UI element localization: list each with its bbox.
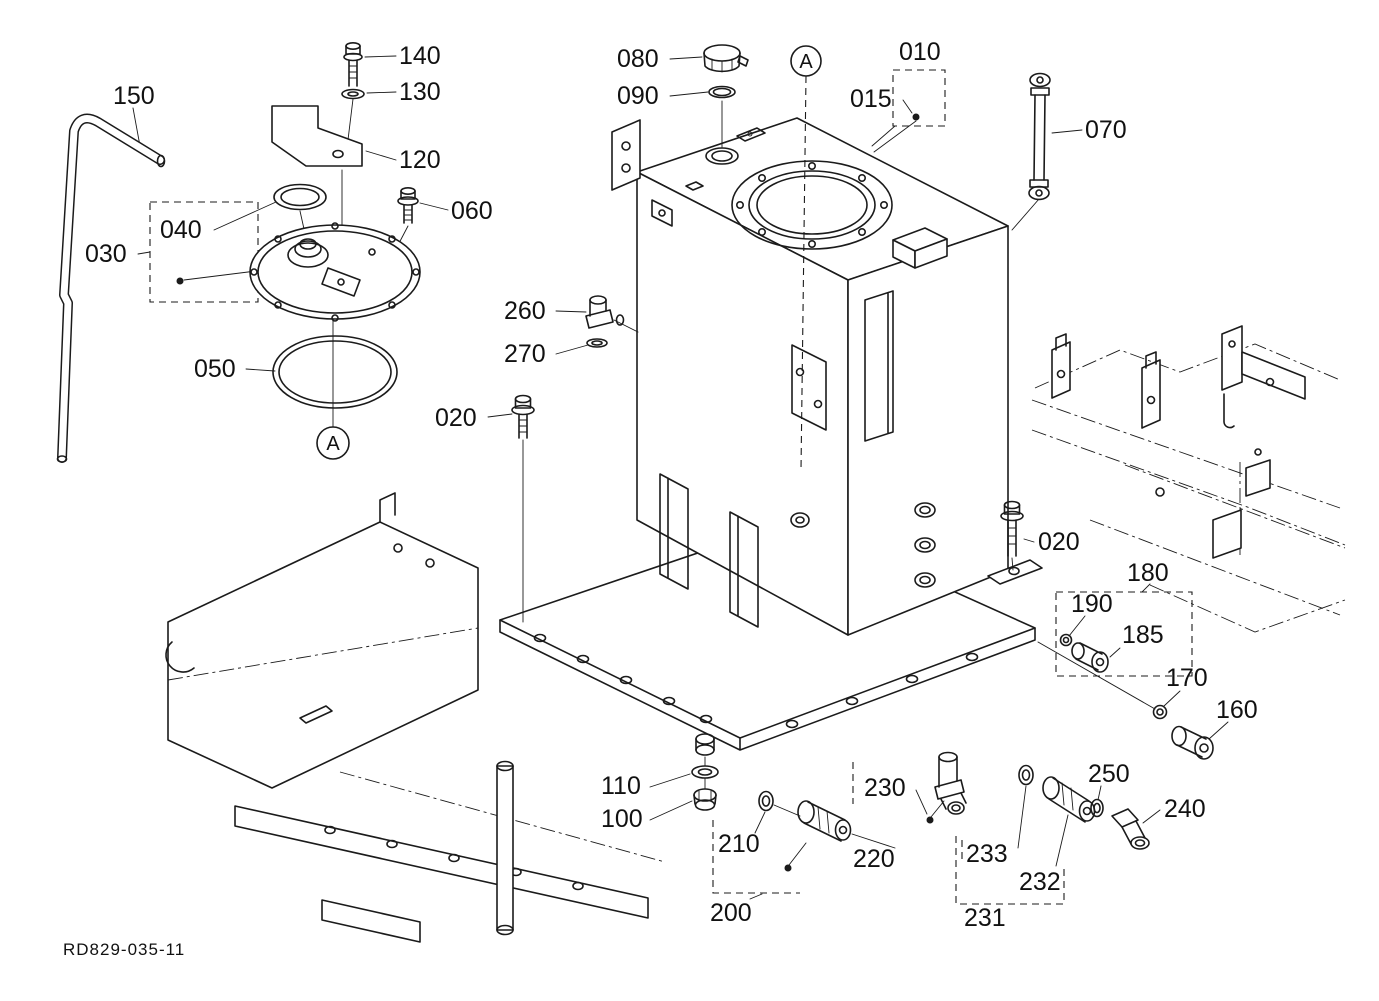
drain-boss — [695, 733, 715, 756]
callout-270: 270 — [504, 340, 546, 368]
callout-060: 060 — [451, 197, 493, 225]
o-ring-050 — [272, 335, 398, 409]
o-ring-190 — [1059, 633, 1073, 647]
o-ring-090 — [708, 85, 736, 99]
support-post — [496, 765, 514, 931]
callout-231: 231 — [964, 904, 1006, 932]
callout-labels: 140 130 120 150 060 040 030 050 080 090 … — [85, 38, 1258, 932]
callout-130: 130 — [399, 78, 441, 106]
callout-140: 140 — [399, 42, 441, 70]
filler-neck — [705, 147, 739, 165]
group-box-010 — [892, 69, 946, 127]
group-boxes — [149, 69, 1193, 905]
filler-cap-group: A — [703, 44, 822, 99]
callout-232: 232 — [1019, 868, 1061, 896]
drawing-number: RD829-035-11 — [63, 940, 185, 959]
group-box-180 — [1055, 591, 1193, 677]
detail-letter-top: A — [799, 51, 813, 73]
callout-210: 210 — [718, 830, 760, 858]
callout-040: 040 — [160, 216, 202, 244]
machine-frame-phantom — [1031, 325, 1346, 633]
callout-120: 120 — [399, 146, 441, 174]
group-box-231 — [955, 836, 1065, 905]
callout-240: 240 — [1164, 795, 1206, 823]
callout-180: 180 — [1127, 559, 1169, 587]
o-ring-170 — [1152, 704, 1168, 720]
o-ring-270 — [586, 338, 608, 348]
callout-015: 015 — [850, 85, 892, 113]
drain-group — [691, 733, 719, 811]
callout-030: 030 — [85, 240, 127, 268]
callout-190: 190 — [1071, 590, 1113, 618]
section-line-A — [800, 75, 807, 471]
callout-233: 233 — [966, 840, 1008, 868]
group-box-030 — [149, 201, 259, 303]
detail-marker-A-top: A — [790, 45, 822, 77]
callout-185: 185 — [1122, 621, 1164, 649]
callout-170: 170 — [1166, 664, 1208, 692]
callout-050: 050 — [194, 355, 236, 383]
reference-dots — [176, 113, 934, 872]
callout-220: 220 — [853, 845, 895, 873]
bolt-140 — [343, 41, 363, 87]
washer-110 — [691, 765, 719, 779]
cap-040 — [273, 183, 327, 211]
bolt-020-right — [1000, 500, 1024, 557]
callout-070: 070 — [1085, 116, 1127, 144]
bolt-060 — [397, 187, 419, 224]
front-access-plate — [791, 344, 827, 431]
breather-pipe — [56, 113, 166, 463]
detail-letter-bottom: A — [326, 433, 340, 455]
callout-010: 010 — [899, 38, 941, 66]
washer-130 — [341, 88, 365, 100]
callout-080: 080 — [617, 45, 659, 73]
base-rail — [234, 805, 649, 919]
o-ring-233 — [1018, 764, 1034, 786]
base-plate-ear — [987, 559, 1043, 585]
tank-opening — [731, 160, 893, 250]
leader-lines — [132, 55, 1229, 900]
plug-240 — [1111, 808, 1150, 850]
rod-070 — [1028, 72, 1051, 201]
hose-fittings — [758, 633, 1214, 850]
plug-100 — [693, 788, 717, 811]
sender-plate — [249, 222, 421, 322]
callout-260: 260 — [504, 297, 546, 325]
callout-110: 110 — [601, 772, 641, 800]
callout-020-left: 020 — [435, 404, 477, 432]
callout-250: 250 — [1088, 760, 1130, 788]
adapter-232 — [1042, 776, 1096, 823]
callout-100: 100 — [601, 805, 643, 833]
bracket-120 — [271, 105, 363, 167]
adapter-160 — [1171, 725, 1214, 760]
elbow-230 — [934, 751, 967, 815]
detail-marker-A-bottom: A — [316, 426, 350, 460]
callout-160: 160 — [1216, 696, 1258, 724]
sender-plate-assembly: A — [249, 41, 421, 460]
cap-080 — [703, 44, 749, 73]
adapter-185 — [1071, 642, 1109, 673]
hydraulic-tank — [611, 117, 1009, 636]
tank-ear-bracket — [611, 119, 641, 191]
mount-bracket-assembly — [165, 492, 666, 943]
group-box-200 — [712, 820, 800, 894]
callout-020-right: 020 — [1038, 528, 1080, 556]
callout-150: 150 — [113, 82, 155, 110]
callout-200: 200 — [710, 899, 752, 927]
nipple-220 — [797, 800, 852, 842]
o-ring-250 — [1090, 798, 1104, 818]
bolt-020-left — [511, 394, 535, 439]
callout-230: 230 — [864, 774, 906, 802]
o-ring-210 — [758, 790, 774, 812]
callout-090: 090 — [617, 82, 659, 110]
elbow-260 — [585, 295, 625, 329]
